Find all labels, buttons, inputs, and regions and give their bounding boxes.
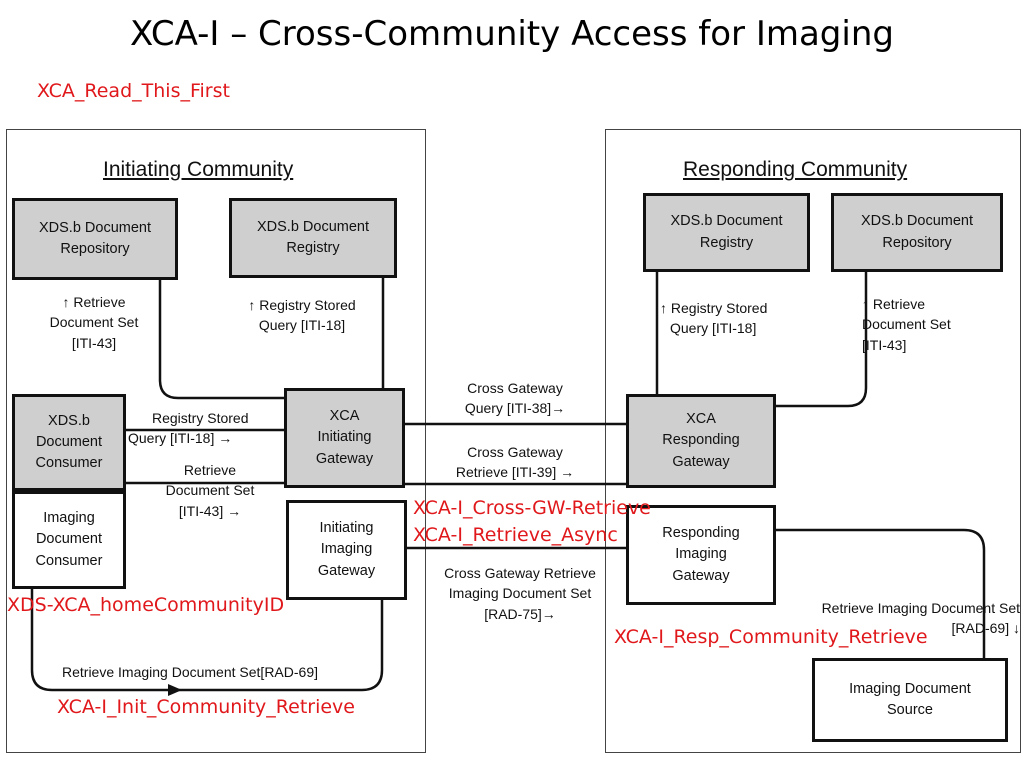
link-xca-i-resp-community-retrieve[interactable]: XCA-I_Resp_Community_Retrieve [614, 626, 928, 648]
resp-rad69-label: Retrieve Imaging Document Set[RAD-69] ↓ [821, 600, 1020, 637]
link-xds-xca-homecommunityid[interactable]: XDS-XCA_homeCommunityID [7, 594, 285, 616]
resp-repo-to-gateway-line [776, 272, 868, 408]
rad69-init-arrow [168, 684, 182, 696]
link-xca-i-cross-gw-retrieve[interactable]: XCA-I_Cross-GW-Retrieve [413, 497, 651, 519]
responding-community-heading: Responding Community [683, 158, 908, 181]
repo-to-gateway-line [158, 278, 284, 400]
initiating-community-heading: Initiating Community [103, 158, 294, 181]
page-title: XCA-I – Cross-Community Access for Imagi… [130, 14, 894, 54]
rad69-resp-line [776, 528, 986, 658]
init-rad69-label: Retrieve Imaging Document Set[RAD-69] [62, 664, 318, 680]
link-xca-read-this-first[interactable]: XCA_Read_This_First [37, 80, 230, 102]
rad69-init-line [30, 589, 384, 692]
link-xca-i-retrieve-async[interactable]: XCA-I_Retrieve_Async [413, 524, 618, 546]
link-xca-i-init-community-retrieve[interactable]: XCA-I_Init_Community_Retrieve [57, 696, 355, 718]
